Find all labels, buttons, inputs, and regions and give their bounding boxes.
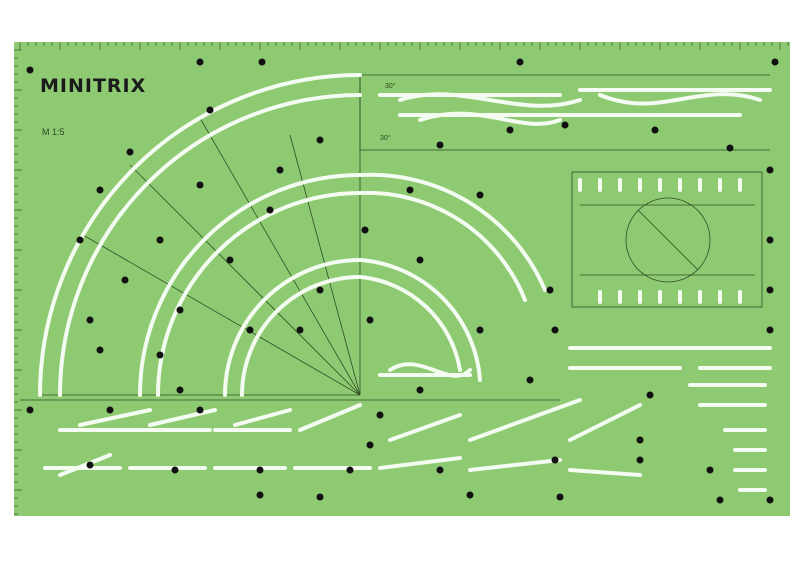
mounting-hole (196, 181, 204, 189)
edge-ruler (14, 42, 789, 515)
mounting-hole (376, 411, 384, 419)
mounting-hole (86, 461, 94, 469)
mounting-hole (726, 144, 734, 152)
mounting-hole (316, 286, 324, 294)
mounting-hole (121, 276, 129, 284)
mounting-hole (26, 406, 34, 414)
mounting-hole (26, 66, 34, 74)
mounting-hole (196, 406, 204, 414)
mounting-hole (171, 466, 179, 474)
mounting-hole (551, 456, 559, 464)
mounting-hole (416, 386, 424, 394)
mounting-hole (636, 436, 644, 444)
mounting-hole (226, 256, 234, 264)
mounting-hole (316, 136, 324, 144)
track-slots (38, 73, 772, 492)
mounting-hole (96, 346, 104, 354)
curve-slot-r2b (156, 191, 362, 397)
mounting-hole (156, 351, 164, 359)
mounting-hole (476, 191, 484, 199)
curve-slot-r2 (138, 173, 362, 397)
mounting-hole (506, 126, 514, 134)
mounting-hole (76, 236, 84, 244)
mounting-hole (466, 491, 474, 499)
mounting-hole (366, 441, 374, 449)
mounting-hole (196, 58, 204, 66)
angle-label: 30° (385, 82, 396, 90)
mounting-hole (126, 148, 134, 156)
mounting-hole (436, 466, 444, 474)
mounting-hole (771, 58, 779, 66)
scale-label: M 1:5 (42, 127, 65, 137)
curve-slot-r1b (240, 275, 362, 397)
mounting-holes (26, 58, 779, 504)
mounting-hole (276, 166, 284, 174)
mounting-hole (106, 406, 114, 414)
mounting-hole (516, 58, 524, 66)
angle-label: 30° (380, 134, 391, 142)
brand-logo: MINITRIX (40, 75, 146, 97)
mounting-hole (646, 391, 654, 399)
mounting-hole (406, 186, 414, 194)
curve-slot-r3 (58, 93, 362, 397)
mounting-hole (651, 126, 659, 134)
curve-slot-r1 (223, 258, 362, 397)
mounting-hole (96, 186, 104, 194)
mounting-hole (266, 206, 274, 214)
mounting-hole (416, 256, 424, 264)
mounting-hole (561, 121, 569, 129)
mounting-hole (551, 326, 559, 334)
mounting-hole (246, 326, 254, 334)
mounting-hole (256, 466, 264, 474)
mounting-hole (766, 166, 774, 174)
mounting-hole (706, 466, 714, 474)
radial-guides (20, 74, 770, 401)
mounting-hole (258, 58, 266, 66)
mounting-hole (176, 306, 184, 314)
mounting-hole (316, 493, 324, 501)
mounting-hole (346, 466, 354, 474)
mounting-hole (366, 316, 374, 324)
mounting-hole (546, 286, 554, 294)
mounting-hole (296, 326, 304, 334)
mounting-hole (176, 386, 184, 394)
mounting-hole (86, 316, 94, 324)
curve-slot-r4 (38, 73, 362, 397)
mounting-hole (256, 491, 264, 499)
mounting-hole (156, 236, 164, 244)
mounting-hole (766, 496, 774, 504)
mounting-hole (716, 496, 724, 504)
mounting-hole (766, 286, 774, 294)
mounting-hole (476, 326, 484, 334)
mounting-hole (526, 376, 534, 384)
mounting-hole (436, 141, 444, 149)
mounting-hole (361, 226, 369, 234)
mounting-hole (206, 106, 214, 114)
mounting-hole (766, 236, 774, 244)
mounting-hole (766, 326, 774, 334)
mounting-hole (556, 493, 564, 501)
mounting-hole (636, 456, 644, 464)
